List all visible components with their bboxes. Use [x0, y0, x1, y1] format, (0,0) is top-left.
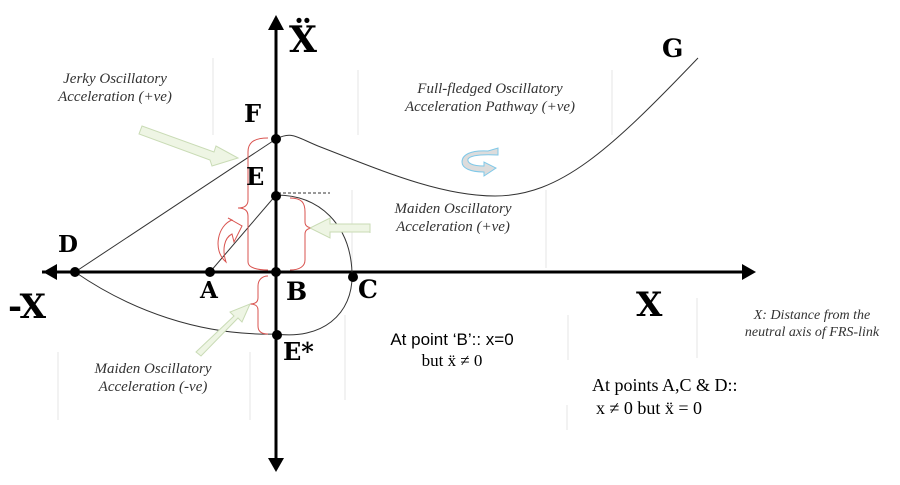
pointer-arrows: [138, 125, 371, 357]
rotation-arrow-red-icon: [217, 217, 243, 264]
curve-d-to-estar: [74, 271, 277, 335]
point-e-star: [272, 330, 282, 340]
rotation-icon: [461, 147, 499, 177]
y-axis-up-arrow-icon: [268, 15, 284, 30]
annotation-maiden-positive: Maiden Oscillatory Acceleration (+ve): [378, 200, 528, 236]
curves: [74, 57, 699, 336]
points: [70, 134, 358, 340]
label-g: G: [662, 34, 684, 63]
background-guides: [57, 58, 698, 430]
point-c: [348, 272, 358, 282]
brace-maiden-positive: [289, 197, 315, 271]
label-e: E: [246, 162, 265, 191]
annotation-maiden-positive-line2: Acceleration (+ve): [396, 219, 510, 235]
label-a: A: [200, 277, 218, 304]
annotation-maiden-negative-line2: Acceleration (-ve): [98, 379, 208, 395]
curve-f-to-g: [275, 57, 699, 197]
x-axis-negative-label: -X: [8, 287, 47, 327]
condition-point-b: At point ‘B’:: x=0 but ẍ ≠ 0: [372, 329, 532, 372]
point-a: [205, 267, 215, 277]
label-f: F: [244, 99, 262, 128]
point-e: [271, 191, 281, 201]
x-axis-negative-arrow-icon: [43, 264, 57, 280]
x-axis-description-line2: neutral axis of FRS-link: [744, 324, 880, 340]
arrow-jerky-icon: [138, 125, 240, 167]
label-e-star: E*: [283, 337, 314, 366]
annotation-full-fledged-line1: Full-fledged Oscillatory: [417, 81, 563, 97]
condition-points-acd: At points A,C & D:: x ≠ 0 but ẍ = 0: [592, 374, 812, 419]
point-f: [271, 134, 281, 144]
brace-jerky: [237, 137, 269, 271]
x-axis-positive-label: X: [636, 285, 663, 325]
arrow-maiden-negative-icon: [195, 303, 251, 357]
annotation-maiden-positive-line1: Maiden Oscillatory: [394, 201, 512, 217]
annotation-full-fledged-line2: Acceleration Pathway (+ve): [404, 99, 576, 115]
annotation-maiden-negative-line1: Maiden Oscillatory: [94, 361, 212, 377]
x-axis-description: X: Distance from the neutral axis of FRS…: [722, 308, 900, 342]
arrow-maiden-positive-icon: [308, 217, 371, 239]
x-axis-description-line1: X: Distance from the: [753, 308, 871, 323]
y-axis-down-arrow-icon: [268, 458, 284, 472]
y-axis-label: Ẍ: [289, 19, 317, 61]
point-b: [271, 267, 281, 277]
label-d: D: [58, 231, 78, 258]
label-b: B: [286, 277, 308, 306]
x-axis-positive-arrow-icon: [742, 264, 756, 280]
condition-points-acd-line1: At points A,C & D::: [592, 375, 738, 395]
line-d-to-f: [74, 138, 277, 273]
condition-point-b-line2: but ẍ ≠ 0: [421, 351, 483, 371]
brace-maiden-negative: [249, 275, 269, 335]
point-d: [70, 267, 80, 277]
line-a-to-e: [209, 194, 277, 273]
condition-points-acd-line2: x ≠ 0 but ẍ = 0: [596, 397, 703, 418]
annotation-maiden-negative: Maiden Oscillatory Acceleration (-ve): [78, 360, 228, 396]
annotation-jerky-line1: Jerky Oscillatory: [63, 71, 167, 87]
annotation-jerky: Jerky Oscillatory Acceleration (+ve): [40, 70, 190, 106]
curve-e-to-c-to-estar: [275, 194, 353, 336]
condition-point-b-line1: At point ‘B’:: x=0: [390, 330, 514, 349]
annotation-jerky-line2: Acceleration (+ve): [58, 89, 172, 105]
annotation-full-fledged: Full-fledged Oscillatory Acceleration Pa…: [380, 80, 600, 116]
label-c: C: [358, 275, 378, 304]
